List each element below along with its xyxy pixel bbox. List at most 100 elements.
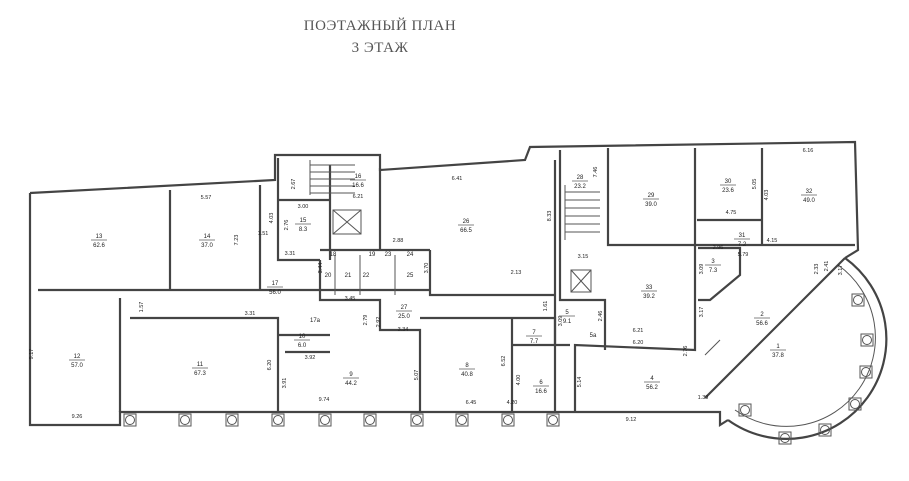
room-number: 7	[532, 330, 536, 336]
room-20: 20	[325, 273, 332, 279]
column-icon	[178, 413, 192, 427]
column-icon	[412, 415, 422, 425]
room-number: 30	[725, 179, 732, 185]
room-area: 6.0	[298, 343, 307, 349]
column-icon	[859, 365, 873, 379]
column-icon	[818, 423, 832, 437]
dimension-label: 3.45	[345, 296, 356, 302]
dimension-label: 4.03	[269, 213, 275, 224]
column-icon	[363, 413, 377, 427]
column-icon	[778, 431, 792, 445]
room-area: 37.0	[201, 243, 213, 249]
column-icon	[365, 415, 375, 425]
dimension-label: 1.39	[698, 395, 709, 401]
column-icon	[227, 415, 237, 425]
dimension-label: 3.31	[245, 311, 256, 317]
column-icon	[851, 293, 865, 307]
column-icon	[738, 403, 752, 417]
column-icon	[318, 413, 332, 427]
dimension-label: 5.57	[201, 195, 212, 201]
room-18: 18	[330, 252, 337, 258]
column-icon	[860, 333, 874, 347]
dimension-label: 2.46	[598, 311, 604, 322]
room-1: 137.8	[770, 344, 786, 359]
dimension-label: 6.45	[466, 400, 477, 406]
room-number: 2	[760, 312, 764, 318]
room-area: 23.6	[722, 188, 734, 194]
dimension-label: 9.12	[626, 417, 637, 423]
room-number: 5	[565, 310, 569, 316]
dimension-label: 2.92	[376, 317, 382, 328]
room-area: 49.0	[803, 198, 815, 204]
dimension-label: 1.61	[543, 301, 549, 312]
dimension-label: 9.17	[29, 349, 35, 360]
room-number: 26	[463, 219, 470, 225]
room-area: 56.0	[269, 290, 281, 296]
column-icon	[503, 415, 513, 425]
room-19: 19	[369, 252, 376, 258]
column-icon	[271, 413, 285, 427]
room-number: 14	[204, 234, 211, 240]
dimension-label: 2.76	[683, 346, 689, 357]
dimension-label: 2.96	[713, 245, 724, 251]
dimension-label: 2.13	[511, 270, 522, 276]
column-icon	[853, 295, 863, 305]
dimension-label: 6.52	[501, 356, 507, 367]
dimension-label: 3.91	[282, 378, 288, 389]
dimension-label: 3.17	[838, 265, 844, 276]
column-icon	[125, 415, 135, 425]
room-21: 21	[345, 273, 352, 279]
floor-subtitle: 3 ЭТАЖ	[351, 40, 409, 56]
dimension-label: 6.20	[267, 360, 273, 371]
dimension-label: 4.20	[507, 400, 518, 406]
room-area: 8.3	[299, 227, 308, 233]
room-area: 62.6	[93, 243, 105, 249]
dimension-label: 3.00	[298, 204, 309, 210]
column-icon	[548, 415, 558, 425]
dimension-label: 2.88	[393, 238, 404, 244]
room-8: 840.8	[459, 363, 475, 378]
room-number: 17а	[310, 318, 321, 324]
room-14: 14 37.0	[199, 234, 215, 249]
room-area: 23.2	[574, 184, 586, 190]
walls	[28, 140, 888, 440]
room-number: 4	[650, 376, 654, 382]
dimension-label: 3.31	[285, 251, 296, 257]
column-icon	[501, 413, 515, 427]
dimension-label: 5.79	[738, 252, 749, 258]
room-number: 11	[197, 362, 204, 368]
room-22: 22	[363, 273, 370, 279]
room-number: 25	[407, 273, 414, 279]
room-area: 44.2	[345, 381, 357, 387]
column-icon	[180, 415, 190, 425]
dimension-label: 3.92	[305, 355, 316, 361]
room-number: 32	[806, 189, 813, 195]
room-number: 1	[776, 344, 780, 350]
dimension-label: 2.76	[284, 220, 290, 231]
dimension-label: 9.26	[72, 414, 83, 420]
room-number: 19	[369, 252, 376, 258]
dimension-label: 3.09	[699, 264, 705, 275]
room-5а: 5а	[590, 333, 597, 339]
column-icon	[457, 415, 467, 425]
dimension-label: 5.07	[414, 370, 420, 381]
dimension-label: 2.79	[363, 315, 369, 326]
dimension-label: 9.74	[319, 397, 330, 403]
room-area: 16.6	[535, 389, 547, 395]
dimension-label: 1.51	[258, 231, 269, 237]
room-area: 39.0	[645, 202, 657, 208]
room-7: 77.7	[526, 330, 542, 345]
room-2: 256.6	[754, 312, 770, 327]
dimension-label: 6.20	[633, 340, 644, 346]
room-number: 12	[74, 354, 81, 360]
dimension-label: 3.15	[578, 254, 589, 260]
room-17а: 17а	[310, 318, 321, 324]
room-32: 32 49.0	[801, 189, 817, 204]
room-number: 31	[739, 233, 746, 239]
